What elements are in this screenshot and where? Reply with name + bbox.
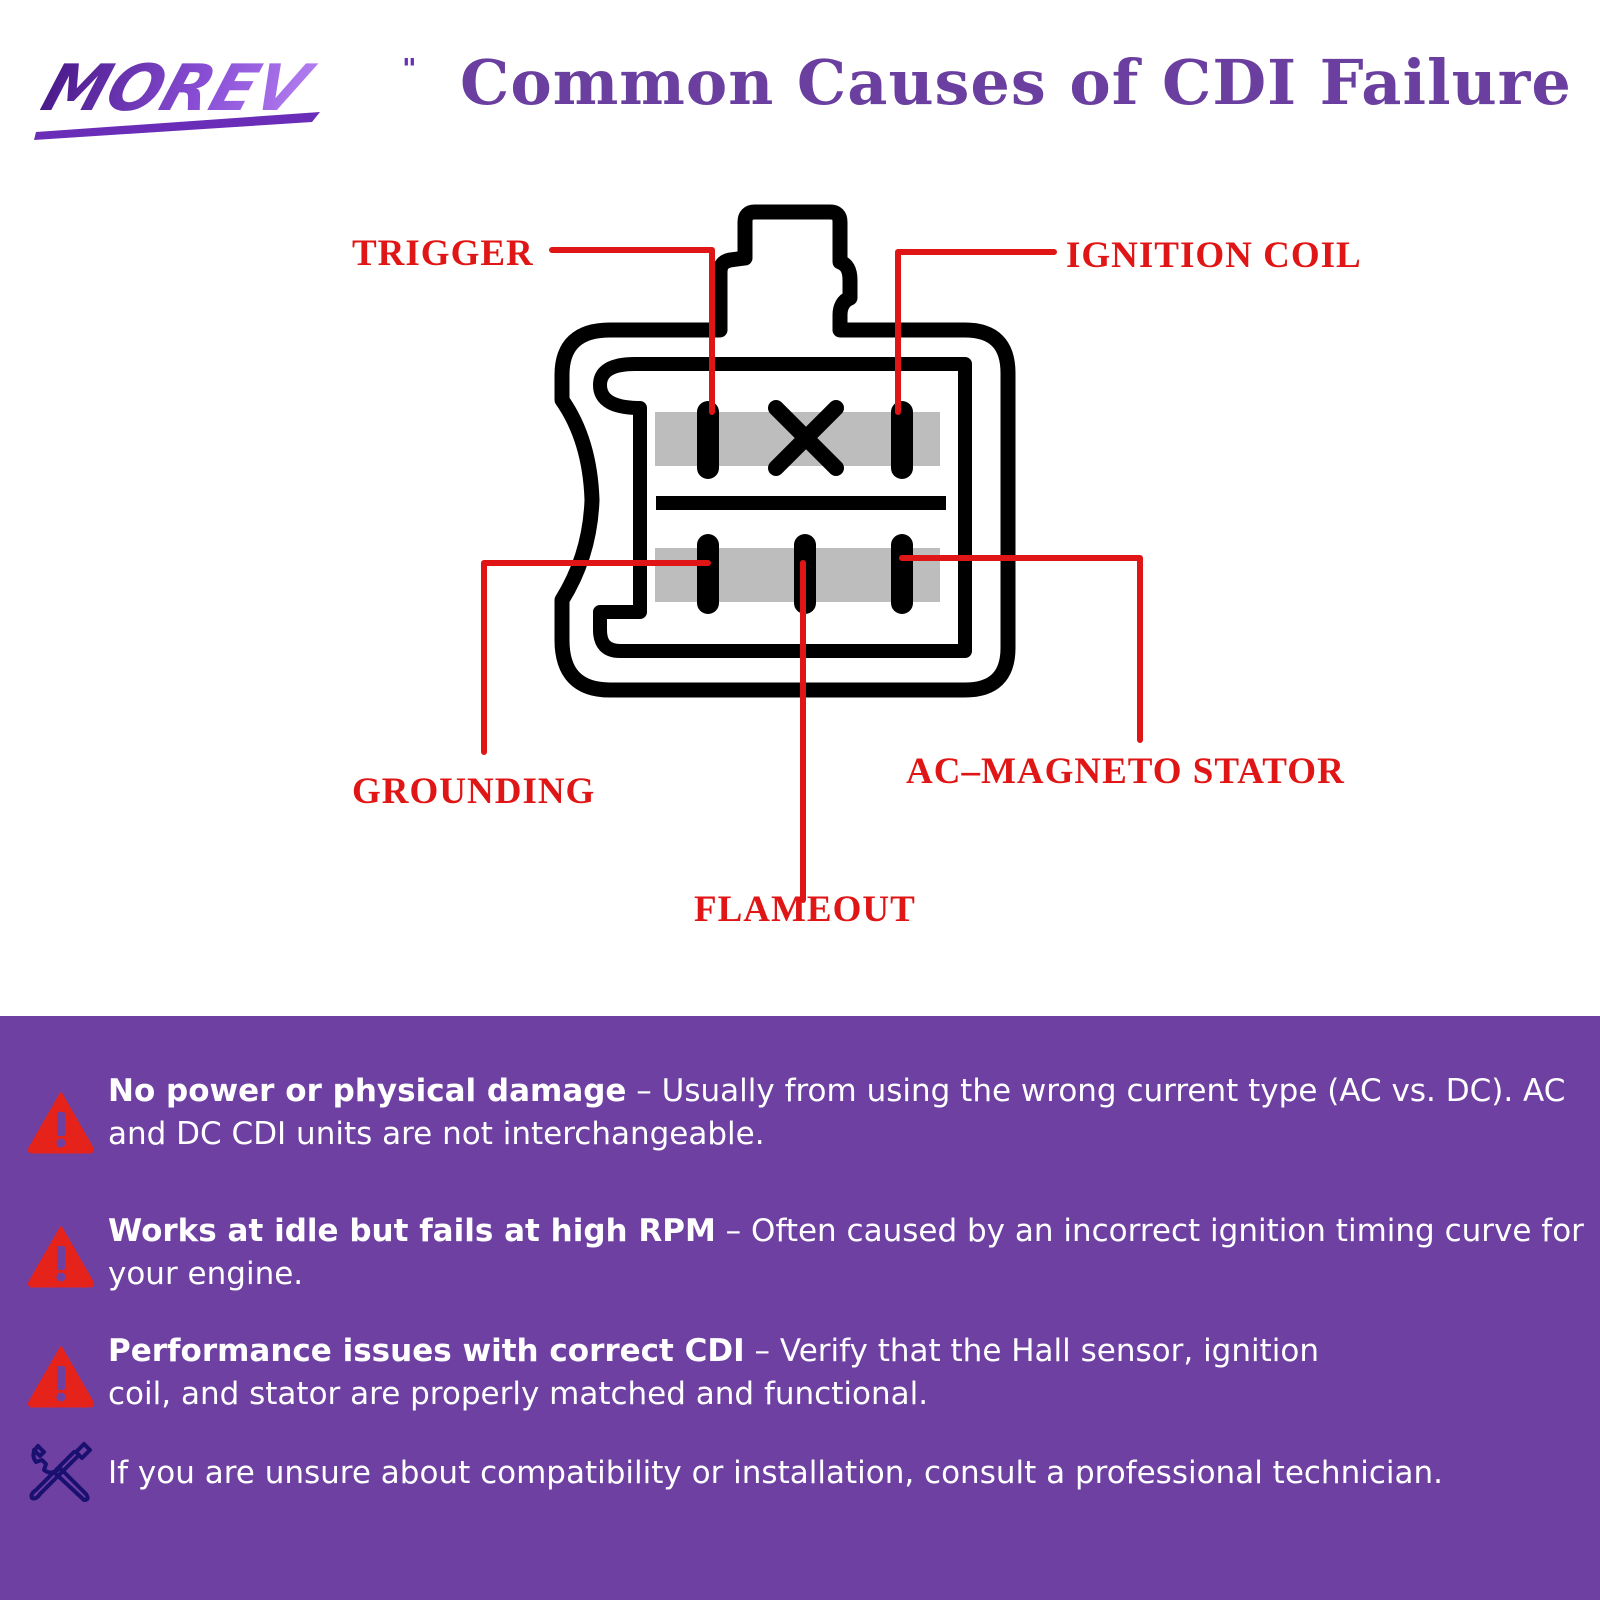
tools-icon — [29, 1442, 92, 1502]
label-ignition-coil: IGNITION COIL — [1066, 235, 1362, 276]
warning-icon — [27, 1226, 95, 1288]
wire-stator — [899, 555, 1143, 743]
warning-icon — [27, 1092, 95, 1154]
logo-text: MOREV — [33, 52, 323, 126]
tips-panel: No power or physical damage – Usually fr… — [0, 1016, 1600, 1600]
tip-title: No power or physical damage — [108, 1073, 627, 1109]
tip-text: No power or physical damage – Usually fr… — [108, 1073, 1566, 1152]
header: MOREV " Common Causes of CDI Failure — [0, 0, 1600, 150]
morev-logo: MOREV " — [33, 52, 417, 140]
svg-text:": " — [402, 52, 417, 85]
wire-ignition-coil — [895, 249, 1057, 415]
tip-body: Often caused by an incorrect ignition ti… — [108, 1213, 1584, 1292]
wire-trigger — [549, 247, 715, 415]
tip-text: Performance issues with correct CDI – Ve… — [108, 1333, 1320, 1412]
label-ac-magneto-stator: AC–MAGNETO STATOR — [906, 751, 1345, 792]
tip-body: Verify that the Hall sensor, ignition co… — [108, 1333, 1320, 1412]
blank-pin-x — [768, 400, 844, 476]
label-grounding: GROUNDING — [352, 771, 596, 812]
tip-title: Works at idle but fails at high RPM — [108, 1213, 716, 1249]
label-trigger: TRIGGER — [352, 233, 534, 274]
wire-grounding — [481, 560, 711, 755]
tip-body: If you are unsure about compatibility or… — [108, 1455, 1443, 1491]
tip-text: Works at idle but fails at high RPM – Of… — [108, 1213, 1584, 1292]
label-flameout: FLAMEOUT — [694, 889, 916, 930]
tip-body: Usually from using the wrong current typ… — [108, 1073, 1566, 1152]
warning-icon — [27, 1346, 95, 1408]
connector-inner-frame — [593, 357, 972, 658]
tip-title: Performance issues with correct CDI — [108, 1333, 745, 1369]
connector-housing — [554, 204, 1016, 698]
cdi-connector-diagram: TRIGGER IGNITION COIL GROUNDING AC–MAGNE… — [0, 150, 1600, 1010]
connector-drawing — [481, 204, 1143, 903]
page-title: Common Causes of CDI Failure — [460, 46, 1572, 119]
tip-text: If you are unsure about compatibility or… — [108, 1452, 1598, 1495]
